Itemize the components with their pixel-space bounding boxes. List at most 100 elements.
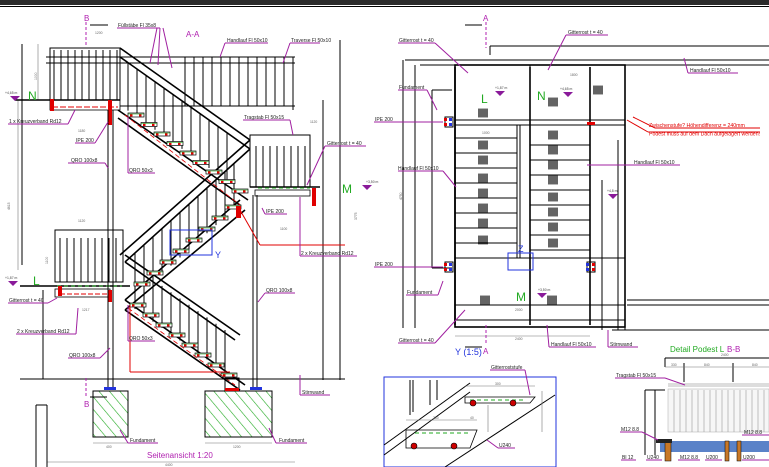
dim-total-width: 4400 (165, 463, 173, 467)
drawing-shape (146, 270, 164, 276)
drawing-shape (178, 142, 181, 145)
dim-plan-tread: 1000 (482, 131, 490, 135)
plan-label-gitterrost-3: Gitterrost t = 40 (399, 338, 434, 344)
drawing-shape (197, 239, 200, 242)
drawing-shape (206, 354, 209, 357)
plan-label-ipe200-2: IPE 200 (375, 262, 393, 268)
drawing-shape (165, 133, 168, 136)
dim-plan-n: 1800 (570, 73, 578, 77)
drawing-shape (179, 150, 197, 156)
detail-y-box (169, 229, 213, 256)
podest-label-tragstab: Tragstab Fl 50x15 (616, 373, 656, 379)
label-tragstab: Tragstab Fl 50x15 (244, 115, 284, 121)
plan-elevation-roof: +4,8 m (607, 189, 618, 193)
drawing-shape (217, 171, 220, 174)
podest-beam (660, 441, 769, 452)
section-mark-a-top: A (483, 14, 489, 23)
drawing-shape (210, 228, 213, 231)
podest-label-u200-1: U200 (706, 455, 718, 461)
dim-foundation-right: 1200 (233, 445, 241, 449)
plan-label-gitterrost-2: Gitterrost t = 40 (568, 30, 603, 36)
drawing-shape (171, 334, 174, 337)
label-fundament-1: Fundament (130, 438, 156, 444)
drawing-shape (227, 206, 230, 209)
drawing-shape (185, 237, 203, 243)
drawing-shape (139, 114, 142, 117)
drawing-shape (184, 250, 187, 253)
plan-label-fundament-2: Fundament (407, 290, 433, 296)
drawing-shape (198, 226, 216, 232)
plan-view (402, 22, 769, 348)
elevation-l: +1,87 m (5, 276, 18, 280)
elevation-markers: +4,65 m +3,50 m +1,87 m +1,87 m +4,65 m … (5, 86, 618, 298)
dim-foundation-left: 400 (106, 445, 112, 449)
grating-marks (478, 85, 603, 305)
label-ipe200-2: IPE 200 (266, 209, 284, 215)
drawing-shape (159, 259, 177, 265)
drawing-shape (127, 112, 145, 118)
plan-label-handlauf-3: Handlauf Fl 50x10 (398, 166, 439, 172)
drawing-shape (175, 250, 178, 253)
label-qro100-2: QRO 100x8 (69, 353, 96, 359)
drawing-shape (195, 161, 198, 164)
plan-elevation-m: +3,50 m (538, 288, 551, 292)
podest-label-m12-2: M12 8.8 (744, 430, 762, 436)
drawing-shape (158, 272, 161, 275)
podest-label-m12-3: M12 8.8 (680, 455, 698, 461)
note-podest-dach: Podest muss auf dem Dach aufgelagert wer… (649, 132, 760, 138)
drawing-line (127, 307, 236, 386)
dim-height-right: 3775 (354, 212, 358, 220)
elevation-n: +4,65 m (5, 91, 18, 95)
drawing-shape (142, 312, 160, 318)
drawing-shape (140, 122, 158, 127)
drawing-shape (145, 314, 148, 317)
plan-elevation-l: +1,87 m (495, 86, 508, 90)
drawing-shape (145, 283, 148, 286)
stair-treads (124, 112, 249, 386)
drawing-shape (143, 123, 146, 126)
drawing-shape (171, 261, 174, 264)
label-kreuzverband-2: 2 x Kreuzverband Rd12 (301, 251, 354, 257)
drawing-shape (201, 228, 204, 231)
podest-label-u200-2: U200 (743, 455, 755, 461)
detail-mark-z: Z (518, 244, 524, 254)
detail-podest-title: Detail Podest L (670, 345, 725, 354)
label-qro50-2: QRO 50x3 (129, 336, 153, 342)
label-kreuzverband-3: 2 x Kreuzverband Rd12 (17, 329, 70, 335)
window-top-bar (0, 0, 769, 5)
drawing-shape (149, 272, 152, 275)
plan-view-leaders (374, 34, 760, 348)
section-mark-b-top: B (84, 14, 89, 23)
detail-podest-section: B-B (727, 345, 740, 354)
dim-podest-seg1: 330 (671, 363, 677, 367)
drawing-shape (210, 364, 213, 367)
drawing-shape (232, 374, 235, 377)
detail-y-label-gitterroststufe: Gitterroststufe (491, 365, 523, 371)
drawing-shape (218, 179, 236, 184)
drawing-shape (130, 114, 133, 117)
drawing-shape (188, 239, 191, 242)
drawing-shape (141, 304, 144, 307)
plan-label-ipe200-1: IPE 200 (375, 117, 393, 123)
dim-podest-seg3: 840 (752, 363, 758, 367)
dim-beam-n: 1180 (78, 129, 85, 133)
drawing-shape (184, 344, 187, 347)
drawing-shape (191, 152, 194, 155)
section-mark-b-bottom: B (84, 400, 89, 409)
podest-label-bl12: Bl 12 (622, 455, 634, 461)
drawing-shape (234, 190, 237, 193)
level-l: L (33, 274, 40, 288)
foundation-left (92, 390, 129, 438)
drawing-shape (153, 131, 171, 137)
label-gitterrost-m: Gitterrost t = 40 (327, 141, 362, 147)
dim-plan-width: 2400 (515, 337, 523, 341)
drawing-line (124, 114, 241, 206)
foundation-right (204, 390, 273, 438)
dim-beam-l: 1217 (82, 308, 90, 312)
plan-label-handlauf-1: Handlauf Fl 50x10 (690, 68, 731, 74)
dim-podest-total: 2400 (721, 353, 729, 357)
drawing-shape (181, 342, 199, 348)
label-stirnwand: Stirnwand (302, 390, 324, 396)
drawing-shape (194, 352, 212, 358)
